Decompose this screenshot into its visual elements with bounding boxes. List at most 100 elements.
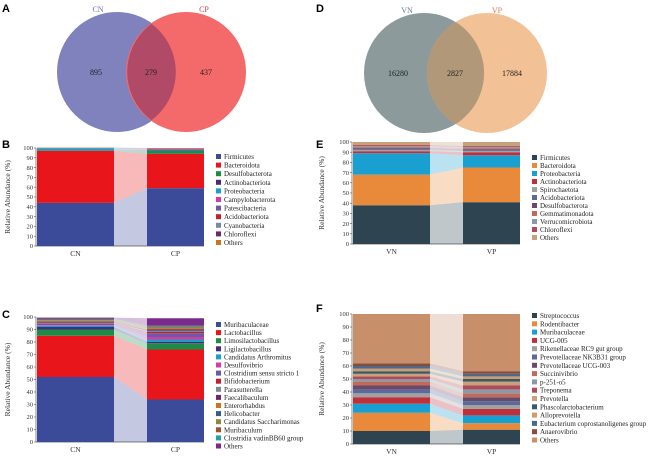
flow-band bbox=[114, 323, 147, 334]
bar-segment bbox=[353, 151, 430, 154]
bar-segment bbox=[353, 376, 430, 379]
bar-segment bbox=[463, 167, 520, 203]
bar-segment bbox=[37, 320, 114, 321]
flow-band bbox=[114, 335, 147, 400]
bar-segment bbox=[353, 368, 430, 372]
legend-swatch bbox=[532, 387, 537, 393]
bar-segment bbox=[37, 202, 114, 246]
legend-swatch bbox=[532, 321, 537, 327]
bar-segment bbox=[37, 318, 114, 320]
legend-label: Rodentibacter bbox=[540, 320, 580, 328]
bar-segment bbox=[353, 153, 430, 175]
legend-label: p-251-o5 bbox=[540, 378, 566, 386]
flow-band bbox=[114, 148, 147, 150]
flow-band bbox=[114, 147, 147, 149]
flow-band bbox=[430, 363, 463, 374]
legend-swatch bbox=[216, 443, 221, 449]
bar-segment bbox=[37, 329, 114, 336]
legend-swatch bbox=[532, 337, 537, 343]
category-label: CP bbox=[171, 445, 180, 454]
bar-segment bbox=[353, 379, 430, 382]
y-tick-label: 80 bbox=[343, 337, 350, 344]
legend-swatch bbox=[532, 346, 537, 352]
flow-band bbox=[114, 319, 147, 327]
venn-panel-a: A CN CP 895 279 437 bbox=[2, 3, 246, 132]
panel-letter-e: E bbox=[316, 139, 323, 151]
category-label: CP bbox=[171, 249, 180, 258]
flow-band bbox=[430, 149, 463, 152]
y-tick-label: 100 bbox=[23, 145, 33, 152]
flow-band bbox=[430, 381, 463, 398]
legend-swatch bbox=[216, 362, 221, 368]
legend-swatch bbox=[216, 354, 221, 360]
category-label: VP bbox=[487, 447, 497, 456]
flow-band bbox=[114, 321, 147, 330]
legend-swatch bbox=[532, 420, 537, 426]
flow-band bbox=[114, 329, 147, 350]
bar-segment bbox=[463, 379, 520, 382]
venn-label-cn: CN bbox=[92, 5, 103, 14]
y-tick-label: 50 bbox=[343, 376, 350, 383]
flow-band bbox=[430, 373, 463, 386]
legend-swatch bbox=[216, 394, 221, 400]
legend-label: Phascolarctobacterium bbox=[540, 403, 604, 411]
bar-segment bbox=[463, 155, 520, 168]
bar-segment bbox=[37, 335, 114, 377]
legend-label: Others bbox=[540, 234, 559, 242]
legend-label: Lactobacillus bbox=[224, 329, 262, 337]
legend-swatch bbox=[216, 427, 221, 433]
legend-swatch bbox=[532, 371, 537, 377]
panel-letter-b: B bbox=[2, 139, 10, 151]
venn-overlap-a bbox=[127, 23, 176, 121]
legend-label: Firmicutes bbox=[224, 153, 254, 161]
flow-band bbox=[114, 148, 147, 150]
y-axis-label-f: Relative Abundance (%) bbox=[317, 342, 326, 416]
legend-label: Ligilactobacillus bbox=[224, 345, 271, 353]
legend-swatch bbox=[532, 437, 537, 443]
legend-label: Helicobacter bbox=[224, 410, 260, 418]
y-tick-label: 10 bbox=[343, 231, 350, 238]
bar-segment bbox=[353, 397, 430, 404]
y-tick-label: 30 bbox=[343, 211, 350, 218]
panel-letter-c: C bbox=[2, 309, 10, 321]
legend-swatch bbox=[216, 162, 221, 168]
bar-segment bbox=[37, 327, 114, 330]
y-axis-label-e: Relative Abundance (%) bbox=[317, 156, 326, 230]
bar-segment bbox=[37, 323, 114, 326]
bar-segment bbox=[353, 403, 430, 413]
legend-swatch bbox=[532, 412, 537, 418]
flow-band bbox=[430, 412, 463, 431]
bar-segment bbox=[463, 401, 520, 405]
bar-segment bbox=[147, 325, 204, 327]
bar-segment bbox=[463, 202, 520, 244]
flow-band bbox=[430, 151, 463, 156]
legend-swatch bbox=[532, 163, 537, 168]
bar-segment bbox=[147, 327, 204, 328]
legend-label: Patescibacteria bbox=[224, 205, 267, 213]
bar-segment bbox=[463, 148, 520, 150]
legend-label: Muribaculaceae bbox=[540, 329, 585, 337]
flow-band bbox=[430, 385, 463, 402]
bar-segment bbox=[37, 320, 114, 322]
flow-band bbox=[430, 366, 463, 377]
flow-band bbox=[114, 318, 147, 327]
flow-band bbox=[114, 150, 147, 154]
bar-segment bbox=[37, 317, 114, 319]
flow-band bbox=[114, 150, 147, 151]
venn-count-cn-only: 895 bbox=[90, 68, 102, 77]
y-tick-label: 70 bbox=[27, 175, 34, 182]
y-tick-label: 100 bbox=[339, 311, 349, 318]
flow-band bbox=[430, 145, 463, 148]
flow-band bbox=[430, 379, 463, 394]
bar-segment bbox=[463, 152, 520, 156]
y-tick-label: 50 bbox=[27, 377, 34, 384]
legend-label: Candidatus Arthromitus bbox=[224, 353, 291, 361]
venn-label-vn: VN bbox=[401, 6, 413, 15]
legend-label: Alloprevotella bbox=[540, 412, 581, 420]
flow-band bbox=[430, 153, 463, 175]
legend-label: Parasutterella bbox=[224, 386, 263, 394]
flow-band bbox=[430, 403, 463, 424]
y-tick-label: 80 bbox=[343, 160, 350, 167]
y-tick-label: 60 bbox=[343, 180, 350, 187]
flow-band bbox=[114, 147, 147, 149]
